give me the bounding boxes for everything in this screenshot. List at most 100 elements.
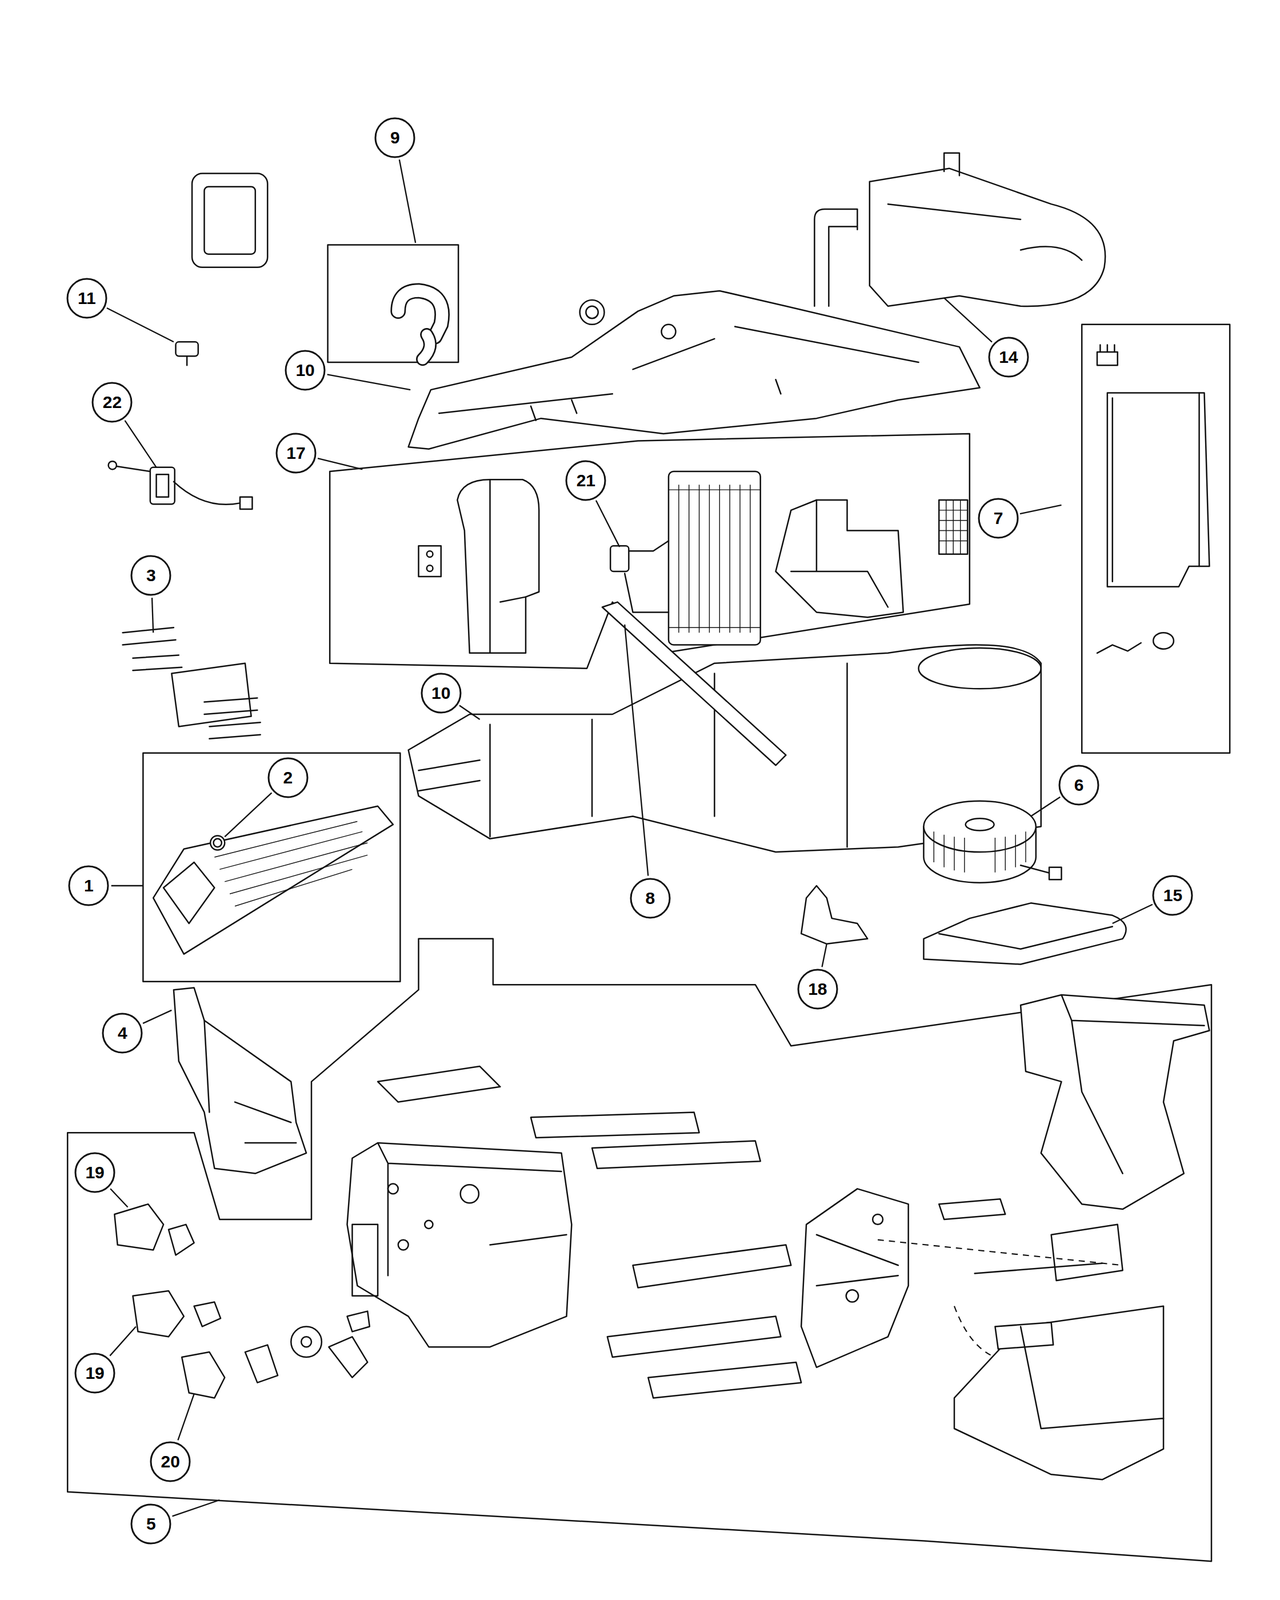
heater-housing-group-shape [872, 1214, 883, 1225]
callout-ring [285, 350, 325, 390]
callout-ring [102, 1013, 142, 1053]
heater-housing-group-shape [133, 1290, 184, 1337]
filter-group [1081, 324, 1230, 754]
upper-housing-shape [408, 290, 980, 450]
filter-group-shape [1112, 393, 1200, 582]
evaporator-group-shape [426, 565, 434, 572]
leader-line [822, 944, 827, 967]
callout-number: 1 [84, 877, 94, 895]
heater-housing-group-shape [424, 1220, 433, 1229]
heater-housing-group-shape [301, 1336, 312, 1347]
hose-group-shape [398, 290, 443, 337]
callout-circle: 11 [66, 277, 108, 319]
actuator-part-shape [108, 461, 117, 470]
heater-housing-group-shape [801, 1188, 909, 1368]
heater-housing-group-shape [938, 1198, 1006, 1220]
lower-housing [408, 602, 1042, 853]
evaporator-group-shape [776, 500, 904, 618]
callout-circle: 19 [74, 1352, 116, 1394]
callout-ring [566, 461, 606, 500]
callout-ring [375, 118, 415, 158]
callout-number: 19 [85, 1164, 104, 1182]
callout-circle: 17 [275, 432, 317, 474]
heater-housing-group-shape [347, 1142, 572, 1347]
callout-number: 17 [286, 444, 306, 462]
heater-core-group-shape [210, 836, 225, 851]
callout-number: 11 [77, 289, 96, 307]
callout-number: 8 [645, 889, 656, 907]
heater-housing-group-shape [328, 1336, 368, 1378]
heater-housing-group-shape [67, 938, 1212, 1562]
callout-circle: 18 [797, 968, 839, 1010]
filter-group-shape [1100, 345, 1115, 353]
heater-core-group-shape [213, 838, 222, 847]
callout-ring [1059, 765, 1099, 805]
callout-number: 22 [102, 393, 122, 411]
sensor-part-shape [176, 341, 199, 356]
gasket-frame [192, 173, 268, 268]
heater-housing-group-shape [1051, 1224, 1123, 1281]
callout-circle: 20 [149, 1441, 191, 1483]
callout-ring [150, 1442, 190, 1482]
heater-housing-group-shape [398, 1240, 409, 1251]
evaporator-group-shape [938, 500, 968, 555]
actuator-part-shape [173, 481, 240, 505]
upper-housing [408, 290, 980, 450]
duct-part-shape [869, 168, 1106, 307]
actuator-part-shape [240, 497, 252, 510]
hose-group-shape [422, 334, 431, 360]
heater-housing-group-shape [290, 1326, 322, 1358]
callout-circle: 5 [130, 1503, 172, 1545]
callout-ring [276, 433, 316, 473]
heater-housing-group-shape [245, 1345, 278, 1383]
heater-housing-group-shape [877, 1240, 1123, 1358]
callout-number: 21 [576, 472, 596, 490]
leader-line [1030, 797, 1060, 817]
leader-line [152, 597, 154, 633]
duct-part-shape [814, 209, 858, 307]
evaporator-group-shape [938, 500, 968, 555]
heater-housing-group-shape [347, 1311, 370, 1332]
upper-housing-shape [661, 324, 676, 339]
callout-circle: 8 [629, 877, 671, 919]
callout-ring [421, 673, 461, 713]
callout-ring [798, 969, 838, 1009]
actuator-part-shape [116, 466, 151, 472]
callout-number: 18 [808, 980, 827, 998]
callout-ring [69, 866, 108, 906]
blower-motor-shape [1049, 867, 1062, 880]
bracket-part-shape [801, 885, 868, 944]
heater-housing-group-shape [974, 1263, 1103, 1274]
sensor-part-shape [186, 356, 188, 366]
upper-housing-shape [438, 326, 919, 420]
callout-ring [75, 1353, 115, 1393]
heater-housing-group-shape [1020, 1326, 1164, 1429]
blower-motor-shape [923, 801, 1036, 852]
callout-ring [67, 278, 107, 318]
bracket-part [801, 885, 868, 944]
hose-group-shape [328, 245, 459, 363]
leader-line [1112, 904, 1153, 924]
filter-group-shape [1107, 393, 1210, 587]
callout-circle: 22 [91, 381, 133, 423]
blower-housing-shape [923, 902, 1126, 964]
callout-ring [131, 556, 171, 595]
callout-number: 2 [282, 769, 293, 787]
gasket-frame-shape [204, 186, 256, 255]
filter-group-shape [1097, 352, 1118, 366]
actuator-part-shape [150, 467, 175, 504]
callout-number: 10 [431, 684, 451, 702]
hose-group-shape [422, 334, 431, 360]
callout-number: 3 [146, 566, 156, 584]
heater-core-group [142, 753, 400, 982]
callout-circle: 6 [1058, 764, 1100, 806]
leader-line [327, 374, 411, 390]
heater-tubes-shape [204, 697, 261, 739]
callout-ring [75, 1153, 115, 1192]
heater-housing-group [67, 938, 1212, 1562]
heater-core-group-shape [214, 821, 368, 907]
heater-housing-group-shape [648, 1362, 802, 1399]
heater-housing-group-shape [592, 1140, 761, 1168]
actuator-part [108, 461, 253, 510]
callout-number: 20 [161, 1453, 180, 1471]
